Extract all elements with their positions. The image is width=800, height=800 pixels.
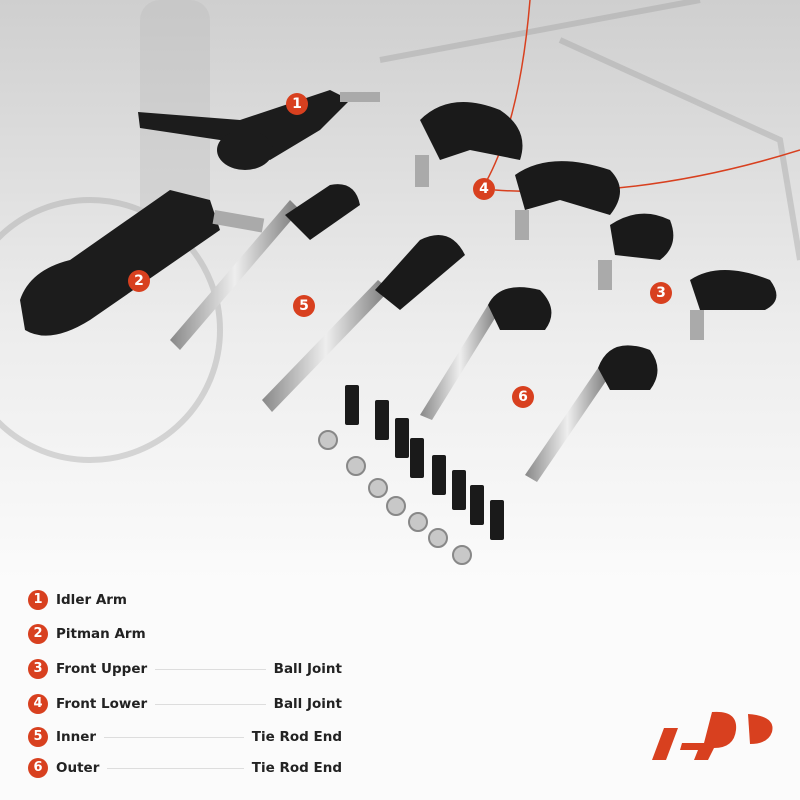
legend-label: Front Upper — [56, 661, 148, 677]
callout-badge-4: 4 — [473, 178, 495, 200]
legend-item: 4 Front Lower Ball Joint — [28, 692, 342, 716]
legend-label: Outer — [56, 760, 100, 776]
legend-type: Tie Rod End — [251, 729, 342, 745]
legend-number: 6 — [28, 758, 48, 778]
callout-badge-6: 6 — [512, 386, 534, 408]
legend-item: 2 Pitman Arm — [28, 622, 342, 646]
legend-number: 2 — [28, 624, 48, 644]
legend-divider — [107, 767, 244, 769]
outer-tie-rods — [420, 287, 658, 482]
inner-tie-rods — [170, 184, 465, 412]
legend-item: 1 Idler Arm — [28, 588, 342, 612]
legend-item: 6 Outer Tie Rod End — [28, 756, 342, 780]
legend-type: Tie Rod End — [251, 760, 342, 776]
legend-divider — [155, 668, 266, 670]
ball-joints — [415, 102, 777, 340]
callout-line — [485, 0, 531, 183]
brand-logo — [652, 711, 773, 760]
legend-label: Inner — [56, 729, 97, 745]
bolts — [345, 385, 504, 540]
legend-label: Pitman Arm — [56, 626, 146, 642]
legend-number: 5 — [28, 727, 48, 747]
pitman-arm — [20, 190, 265, 336]
legend-number: 3 — [28, 659, 48, 679]
product-photo — [0, 0, 800, 580]
callout-badge-2: 2 — [128, 270, 150, 292]
legend-type: Ball Joint — [273, 696, 342, 712]
legend-number: 4 — [28, 694, 48, 714]
callout-badge-5: 5 — [293, 295, 315, 317]
legend-number: 1 — [28, 590, 48, 610]
nuts — [318, 430, 472, 565]
legend-label: Front Lower — [56, 696, 148, 712]
callout-badge-1: 1 — [286, 93, 308, 115]
legend-divider — [104, 736, 244, 738]
legend-item: 3 Front Upper Ball Joint — [28, 657, 342, 681]
legend-divider — [155, 703, 266, 705]
legend-type: Ball Joint — [273, 661, 342, 677]
callout-badge-3: 3 — [650, 282, 672, 304]
legend-item: 5 Inner Tie Rod End — [28, 725, 342, 749]
legend-label: Idler Arm — [56, 592, 128, 608]
